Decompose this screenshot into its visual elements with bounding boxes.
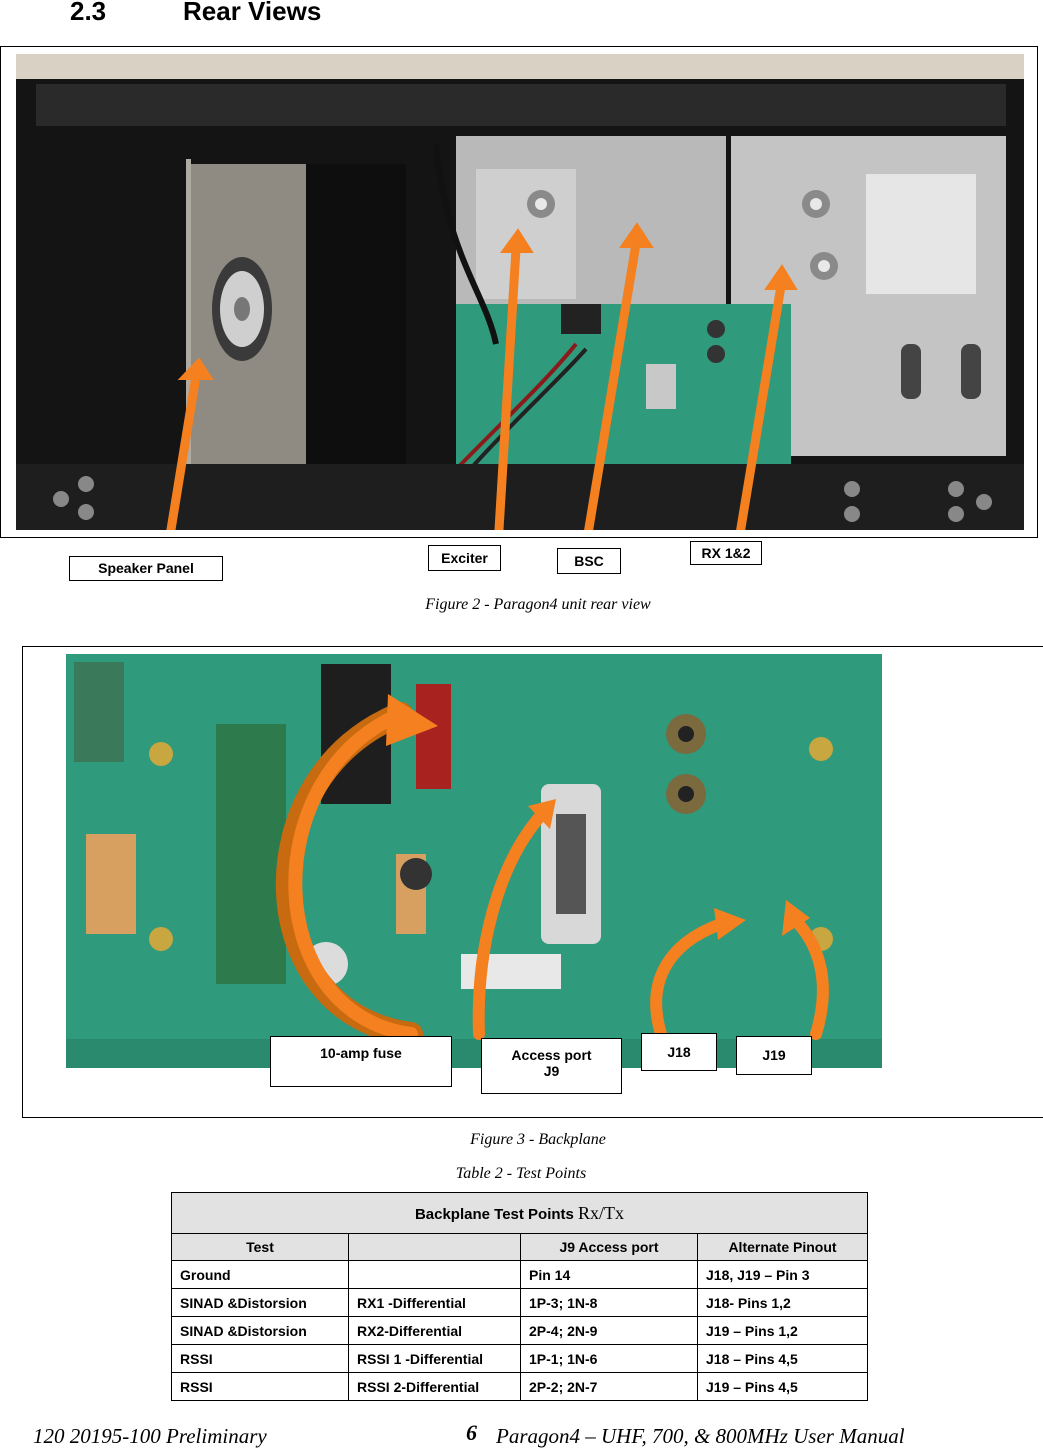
access-port-label: Access port J9 [481,1038,622,1094]
table-cell: J19 – Pins 1,2 [697,1316,868,1345]
table-header-alternate: Alternate Pinout [697,1233,868,1261]
exciter-label: Exciter [428,545,501,571]
section-number: 2.3 [70,0,107,26]
table-row: SINAD &Distorsion RX1 -Differential 1P-3… [171,1288,868,1317]
section-title: Rear Views [183,0,322,26]
table-cell: RSSI [171,1372,349,1401]
table-cell: RSSI [171,1344,349,1373]
table-row: RSSI RSSI 2-Differential 2P-2; 2N-7 J19 … [171,1372,868,1401]
fuse-label: 10-amp fuse [270,1036,452,1087]
table-cell: 1P-1; 1N-6 [520,1344,698,1373]
table-cell: RX1 -Differential [348,1288,521,1317]
table-row: Ground Pin 14 J18, J19 – Pin 3 [171,1260,868,1289]
table-cell [348,1260,521,1289]
footer-right: Paragon4 – UHF, 700, & 800MHz User Manua… [496,1424,905,1448]
rear-view-photo [16,54,1024,530]
table-header-j9: J9 Access port [520,1233,698,1261]
bsc-label: BSC [557,548,621,574]
backplane-photo [66,654,882,1068]
table-cell: RX2-Differential [348,1316,521,1345]
table-cell: RSSI 2-Differential [348,1372,521,1401]
table-cell: J18, J19 – Pin 3 [697,1260,868,1289]
table-cell: SINAD &Distorsion [171,1288,349,1317]
figure-3-caption: Figure 3 - Backplane [470,1131,606,1148]
table-cell: J19 – Pins 4,5 [697,1372,868,1401]
table-row: SINAD &Distorsion RX2-Differential 2P-4;… [171,1316,868,1345]
test-points-table: Backplane Test Points Rx/Tx Test J9 Acce… [171,1192,868,1401]
table-cell: Ground [171,1260,349,1289]
table-header-signal [348,1233,521,1261]
figure-2-caption: Figure 2 - Paragon4 unit rear view [425,596,651,613]
table-header-test: Test [171,1233,349,1261]
footer-left: 120 20195-100 Preliminary [33,1424,267,1448]
table-cell: Pin 14 [520,1260,698,1289]
j18-label: J18 [641,1033,717,1071]
table-row: RSSI RSSI 1 -Differential 1P-1; 1N-6 J18… [171,1344,868,1373]
table-title-main: Backplane Test Points [414,1205,579,1223]
table-header-row: Test J9 Access port Alternate Pinout [171,1233,868,1261]
j19-label: J19 [736,1036,812,1075]
table-2-caption: Table 2 - Test Points [455,1165,587,1182]
table-cell: SINAD &Distorsion [171,1316,349,1345]
speaker-panel-label: Speaker Panel [69,556,223,581]
table-cell: J18 – Pins 4,5 [697,1344,868,1373]
table-cell: 2P-4; 2N-9 [520,1316,698,1345]
table-title-suffix: Rx/Tx [578,1202,625,1223]
page-number: 6 [466,1420,477,1445]
table-cell: 2P-2; 2N-7 [520,1372,698,1401]
access-port-label-line-2: J9 [543,1063,560,1079]
access-port-label-line-1: Access port [511,1047,592,1063]
rx-label: RX 1&2 [690,541,762,565]
table-cell: J18- Pins 1,2 [697,1288,868,1317]
table-cell: RSSI 1 -Differential [348,1344,521,1373]
table-cell: 1P-3; 1N-8 [520,1288,698,1317]
table-title: Backplane Test Points Rx/Tx [171,1192,868,1234]
